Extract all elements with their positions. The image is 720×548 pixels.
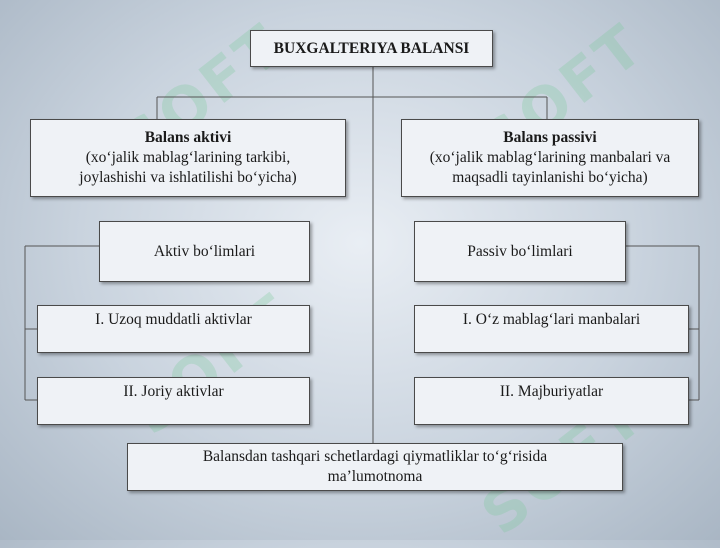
liability-sections-label: Passiv bo‘limlari [467,242,573,260]
asset-sections-label: Aktiv bo‘limlari [153,242,256,260]
offbalance-line1: Balansdan tashqari schetlardagi qiymatli… [202,448,548,465]
assets-box: Balans aktivi (xo‘jalik mablag‘larining … [30,119,346,197]
asset-section-2-label: II. Joriy aktivlar [123,383,224,400]
liabilities-description-line1: (xo‘jalik mablag‘larining manbalari va [429,149,671,166]
asset-section-1-box: I. Uzoq muddatli aktivlar [37,305,310,353]
asset-sections-box: Aktiv bo‘limlari [99,221,310,282]
assets-description-line2: joylashishi va ishlatilishi bo‘yicha) [79,169,297,186]
asset-section-2-box: II. Joriy aktivlar [37,377,310,425]
assets-heading: Balans aktivi [144,129,232,146]
liabilities-description-line2: maqsadli tayinlanishi bo‘yicha) [452,169,648,186]
asset-section-1-label: I. Uzoq muddatli aktivlar [95,311,252,328]
title-text: BUXGALTERIYA BALANSI [273,39,470,57]
liability-section-2-label: II. Majburiyatlar [499,383,604,400]
liability-section-1-label: I. O‘z mablag‘lari manbalari [462,311,641,328]
assets-description-line1: (xo‘jalik mablag‘larining tarkibi, [85,149,291,166]
offbalance-line2: ma’lumotnoma [327,468,423,485]
liabilities-heading: Balans passivi [503,129,597,146]
liability-sections-box: Passiv bo‘limlari [414,221,626,282]
liability-section-2-box: II. Majburiyatlar [414,377,689,425]
liabilities-box: Balans passivi (xo‘jalik mablag‘larining… [401,119,699,197]
page-title: BUXGALTERIYA BALANSI [250,30,493,67]
offbalance-box: Balansdan tashqari schetlardagi qiymatli… [127,443,623,491]
liability-section-1-box: I. O‘z mablag‘lari manbalari [414,305,689,353]
